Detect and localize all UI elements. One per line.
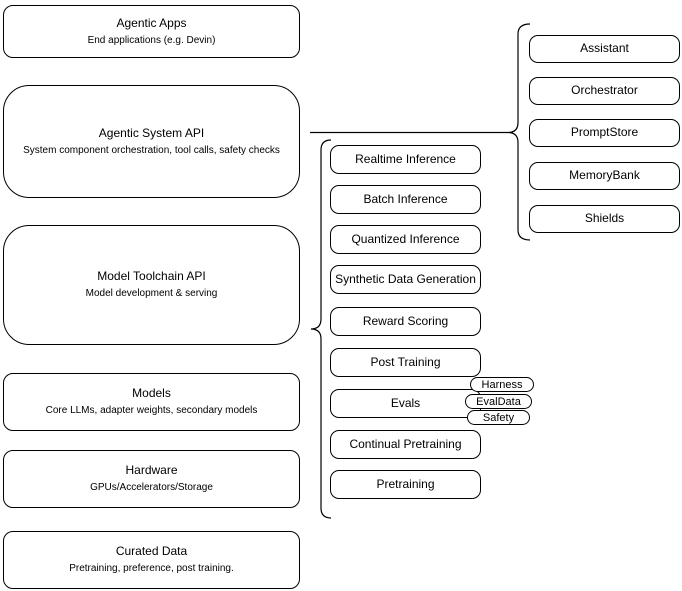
node-reward-scoring: Reward Scoring (330, 307, 481, 336)
right-column-brace (507, 23, 531, 241)
pill-label: EvalData (476, 395, 521, 408)
node-assistant: Assistant (529, 35, 680, 63)
node-subtitle: System component orchestration, tool cal… (23, 144, 280, 156)
node-hardware: Hardware GPUs/Accelerators/Storage (3, 450, 300, 508)
node-models: Models Core LLMs, adapter weights, secon… (3, 373, 300, 431)
node-label: Evals (390, 395, 421, 410)
node-label: Pretraining (376, 476, 435, 491)
node-realtime-inference: Realtime Inference (330, 145, 481, 174)
node-title: Agentic Apps (116, 15, 187, 30)
node-label: Batch Inference (363, 191, 448, 206)
node-continual-pretraining: Continual Pretraining (330, 430, 481, 459)
middle-column-brace (310, 139, 332, 519)
node-synthetic-data-generation: Synthetic Data Generation (330, 265, 481, 294)
node-label: Quantized Inference (351, 231, 460, 246)
node-agentic-apps: Agentic Apps End applications (e.g. Devi… (3, 5, 300, 58)
node-label: PromptStore (570, 125, 639, 140)
node-shields: Shields (529, 205, 680, 233)
node-label: Orchestrator (571, 83, 638, 98)
node-title: Curated Data (115, 544, 188, 559)
node-label: Post Training (370, 354, 441, 369)
node-pretraining: Pretraining (330, 470, 481, 499)
node-post-training: Post Training (330, 348, 481, 377)
node-label: Assistant (580, 41, 629, 56)
node-subtitle: End applications (e.g. Devin) (87, 34, 216, 46)
node-curated-data: Curated Data Pretraining, preference, po… (3, 531, 300, 589)
node-title: Agentic System API (98, 125, 205, 140)
pill-evaldata: EvalData (465, 394, 532, 409)
node-title: Model Toolchain API (97, 269, 206, 284)
node-label: Reward Scoring (362, 313, 449, 328)
pill-label: Harness (481, 378, 523, 391)
node-model-toolchain-api: Model Toolchain API Model development & … (3, 225, 300, 345)
node-agentic-system-api: Agentic System API System component orch… (3, 85, 300, 198)
node-title: Models (132, 386, 171, 401)
node-subtitle: Model development & serving (85, 288, 218, 300)
node-subtitle: Pretraining, preference, post training. (69, 563, 234, 575)
pill-harness: Harness (470, 377, 534, 392)
node-batch-inference: Batch Inference (330, 185, 481, 214)
node-label: Shields (584, 211, 625, 226)
node-label: Synthetic Data Generation (335, 271, 476, 286)
node-orchestrator: Orchestrator (529, 77, 680, 105)
node-subtitle: GPUs/Accelerators/Storage (90, 482, 213, 494)
node-evals: Evals (330, 389, 481, 418)
pill-label: Safety (482, 411, 515, 424)
node-label: Realtime Inference (355, 151, 456, 166)
node-subtitle: Core LLMs, adapter weights, secondary mo… (45, 405, 258, 417)
pill-safety: Safety (467, 410, 530, 425)
node-promptstore: PromptStore (529, 119, 680, 147)
node-label: MemoryBank (569, 168, 640, 183)
node-quantized-inference: Quantized Inference (330, 225, 481, 254)
node-title: Hardware (125, 463, 178, 478)
node-memorybank: MemoryBank (529, 162, 680, 190)
node-label: Continual Pretraining (349, 436, 462, 451)
